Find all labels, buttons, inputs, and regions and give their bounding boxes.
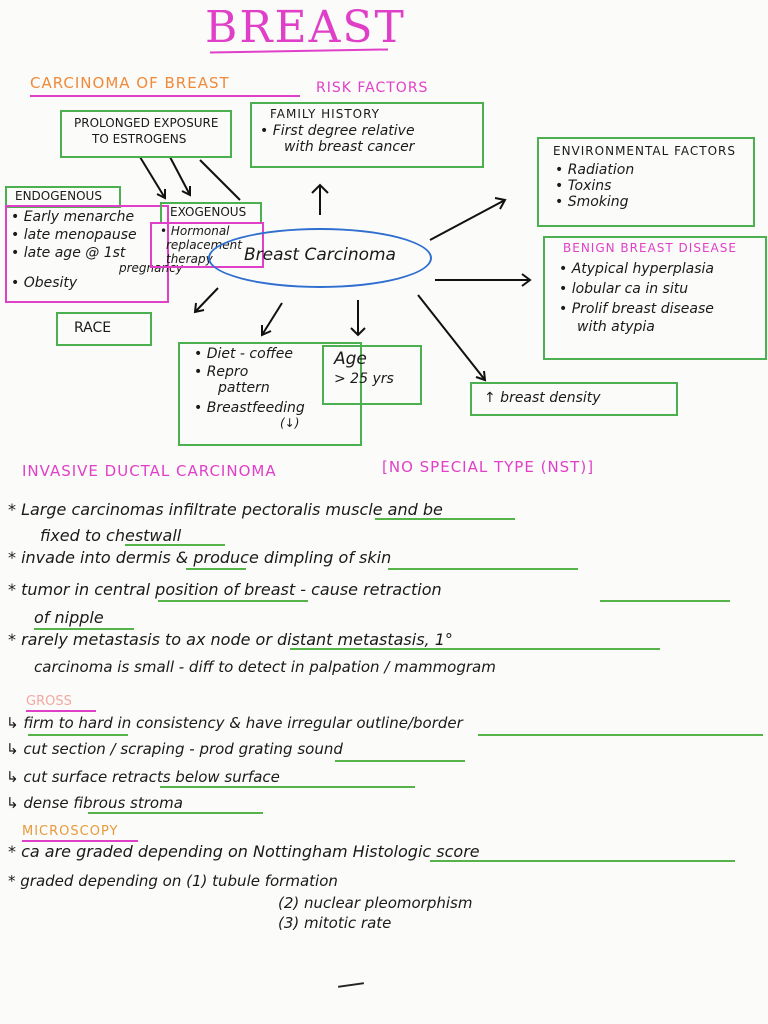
estrogen-line-2: TO ESTROGENS (92, 132, 187, 146)
environmental-title: ENVIRONMENTAL FACTORS (553, 144, 736, 158)
page-title: BREAST (205, 2, 406, 53)
highlight-underline (335, 760, 465, 762)
section-carcinoma-heading: CARCINOMA OF BREAST (30, 74, 230, 92)
idc-point: fixed to chestwall (40, 526, 182, 545)
highlight-underline (160, 786, 415, 788)
diet-item: pattern (218, 380, 270, 396)
gross-heading: GROSS (26, 694, 72, 709)
diet-item: • Repro (194, 364, 249, 380)
race-box: RACE (56, 312, 152, 346)
highlight-underline (375, 518, 515, 520)
benign-disease-box: BENIGN BREAST DISEASE • Atypical hyperpl… (543, 236, 767, 360)
center-label: Breast Carcinoma (244, 245, 396, 265)
risk-factors-heading: RISK FACTORS (316, 80, 429, 96)
family-history-title: FAMILY HISTORY (270, 107, 380, 121)
endogenous-item: • Obesity (11, 275, 78, 291)
gross-item: ↳ firm to hard in consistency & have irr… (6, 714, 463, 732)
diet-repro-box: • Diet - coffee • Repro pattern • Breast… (178, 342, 362, 446)
highlight-underline (600, 600, 730, 602)
exogenous-item: • Hormonal (160, 224, 230, 238)
microscopy-item: * ca are graded depending on Nottingham … (8, 842, 480, 861)
highlight-underline (125, 544, 225, 546)
endogenous-item: pregnancy (119, 261, 183, 275)
exogenous-title-box: EXOGENOUS (160, 202, 262, 224)
environmental-item: • Smoking (555, 194, 629, 210)
endogenous-item: • late menopause (11, 227, 137, 243)
idc-point: * rarely metastasis to ax node or distan… (8, 630, 453, 649)
environmental-item: • Toxins (555, 178, 612, 194)
idc-point: * tumor in central position of breast - … (8, 580, 442, 599)
highlight-underline (186, 568, 246, 570)
benign-item: • lobular ca in situ (559, 281, 689, 297)
endogenous-box: • Early menarche • late menopause • late… (5, 205, 183, 303)
density-label: ↑ breast density (484, 390, 601, 406)
exogenous-item: therapy (166, 252, 213, 266)
microscopy-item: * graded depending on (1) tubule formati… (8, 872, 338, 890)
highlight-underline (478, 734, 763, 736)
estrogen-exposure-box: PROLONGED EXPOSURE TO ESTROGENS (60, 110, 232, 158)
breast-density-box: ↑ breast density (470, 382, 678, 416)
family-history-item: • First degree relative (260, 123, 415, 139)
benign-title: BENIGN BREAST DISEASE (563, 241, 737, 255)
highlight-underline (28, 734, 128, 736)
gross-underline (26, 710, 96, 712)
idc-point: carcinoma is small - diff to detect in p… (34, 658, 496, 676)
idc-point: * Large carcinomas infiltrate pectoralis… (8, 500, 443, 519)
idc-point: * invade into dermis & produce dimpling … (8, 548, 392, 567)
highlight-underline (158, 600, 308, 602)
endogenous-item: • late age @ 1st (11, 245, 126, 261)
environmental-item: • Radiation (555, 162, 635, 178)
highlight-underline (388, 568, 578, 570)
benign-item: • Prolif breast disease (559, 301, 714, 317)
age-box: Age > 25 yrs (322, 345, 422, 405)
microscopy-item: (3) mitotic rate (278, 914, 392, 932)
highlight-underline (88, 812, 263, 814)
highlight-underline (430, 860, 735, 862)
race-label: RACE (74, 320, 112, 336)
microscopy-heading: MICROSCOPY (22, 824, 119, 839)
idc-point: of nipple (34, 608, 104, 627)
age-value: > 25 yrs (334, 371, 394, 387)
endogenous-title-box: ENDOGENOUS (5, 186, 121, 208)
family-history-box: FAMILY HISTORY • First degree relative w… (250, 102, 484, 168)
age-title: Age (334, 349, 367, 369)
endogenous-title: ENDOGENOUS (15, 189, 102, 203)
idc-subtitle: [NO SPECIAL TYPE (NST)] (382, 458, 595, 476)
gross-item: ↳ cut surface retracts below surface (6, 768, 280, 786)
highlight-underline (290, 648, 660, 650)
microscopy-item: (2) nuclear pleomorphism (278, 894, 473, 912)
diet-item: • Diet - coffee (194, 346, 294, 362)
idc-heading: INVASIVE DUCTAL CARCINOMA (22, 462, 277, 480)
highlight-underline (34, 628, 134, 630)
benign-item: • Atypical hyperplasia (559, 261, 714, 277)
breast-carcinoma-ellipse: Breast Carcinoma (208, 228, 432, 288)
estrogen-line-1: PROLONGED EXPOSURE (74, 116, 219, 130)
gross-item: ↳ cut section / scraping - prod grating … (6, 740, 343, 758)
section-underline (30, 95, 300, 97)
diet-item: (↓) (280, 416, 300, 430)
endogenous-item: • Early menarche (11, 209, 135, 225)
exogenous-title: EXOGENOUS (170, 205, 247, 219)
benign-item: with atypia (577, 319, 655, 335)
gross-item: ↳ dense fibrous stroma (6, 794, 183, 812)
microscopy-underline (22, 840, 138, 842)
diet-item: • Breastfeeding (194, 400, 305, 416)
family-history-item: with breast cancer (284, 139, 415, 155)
environmental-box: ENVIRONMENTAL FACTORS • Radiation • Toxi… (537, 137, 755, 227)
